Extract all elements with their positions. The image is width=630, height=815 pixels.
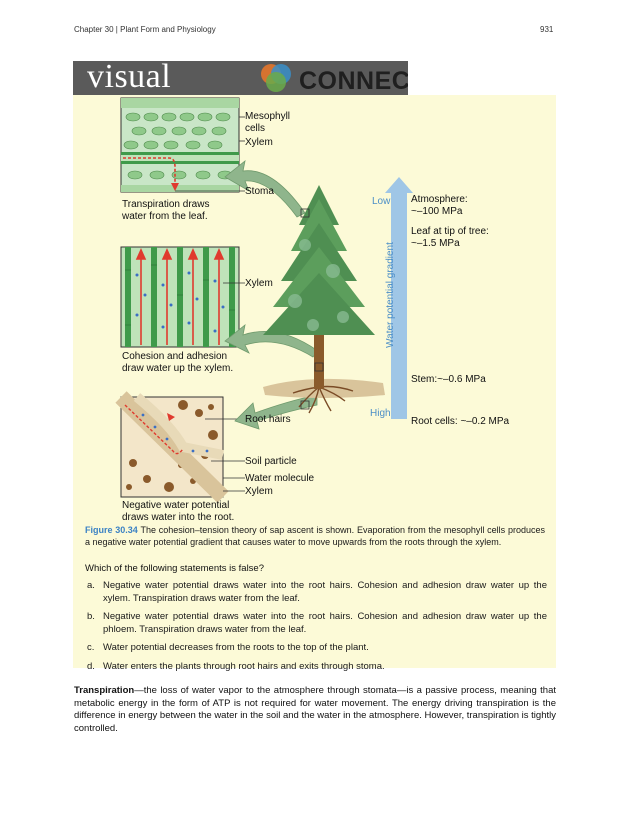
label-high: High [370, 408, 391, 419]
label-leaf-tip-value: ~–1.5 MPa [411, 238, 460, 249]
figure-caption: Figure 30.34 The cohesion–tension theory… [85, 524, 545, 548]
label-water-potential-gradient: Water potential gradient [385, 242, 396, 348]
cohesion-tension-diagram [115, 97, 413, 503]
body-paragraph: Transpiration—the loss of water vapor to… [74, 685, 556, 735]
banner-word-visual: visual [87, 61, 172, 95]
term-transpiration: Transpiration [74, 685, 135, 696]
visual-connection-panel: Mesophyll cells Xylem Stoma Transpiratio… [73, 95, 556, 672]
option-text: Water enters the plants through root hai… [103, 660, 385, 672]
callout-arrows [224, 160, 319, 430]
water-potential-gradient-arrow [385, 177, 413, 419]
option-d: d. Water enters the plants through root … [87, 661, 547, 674]
figure-caption-text: The cohesion–tension theory of sap ascen… [85, 525, 545, 547]
label-low: Low [372, 196, 391, 207]
banner-word-connection: CONNECTION [299, 67, 408, 95]
label-transpiration: Transpiration draws water from the leaf. [122, 199, 210, 222]
option-text: Negative water potential draws water int… [103, 611, 547, 635]
visual-connection-banner: visual CONNECTION [73, 61, 408, 95]
label-atmosphere: Atmosphere: [411, 194, 468, 205]
label-soil-particle: Soil particle [245, 456, 297, 467]
body-paragraph-text: —the loss of water vapor to the atmosphe… [74, 685, 556, 734]
option-b: b. Negative water potential draws water … [87, 611, 547, 636]
option-letter: a. [87, 580, 95, 591]
root-soil-inset [115, 391, 229, 503]
option-letter: c. [87, 642, 95, 653]
option-a: a. Negative water potential draws water … [87, 580, 547, 605]
label-atmosphere-value: ~–100 MPa [411, 206, 463, 217]
answer-options: a. Negative water potential draws water … [87, 580, 547, 679]
label-stem: Stem:~–0.6 MPa [411, 374, 486, 385]
xylem-inset [120, 246, 240, 348]
label-cohesion-adhesion: Cohesion and adhesion draw water up the … [122, 351, 234, 374]
page-number: 931 [540, 25, 554, 34]
label-root-cells: Root cells: ~–0.2 MPa [411, 416, 510, 427]
option-c: c. Water potential decreases from the ro… [87, 642, 547, 655]
running-header-chapter: Chapter 30 | Plant Form and Physiology [74, 25, 216, 34]
question-prompt: Which of the following statements is fal… [85, 563, 265, 574]
label-root-hairs: Root hairs [245, 414, 291, 425]
venn-logo-icon [261, 64, 291, 92]
option-text: Water potential decreases from the roots… [103, 642, 369, 653]
label-negative-water-potential: Negative water potential draws water int… [122, 500, 235, 523]
tree-illustration [263, 185, 385, 414]
label-xylem-mid: Xylem [245, 278, 273, 289]
label-water-molecule: Water molecule [245, 473, 315, 484]
label-stoma: Stoma [245, 186, 274, 197]
label-xylem-bottom: Xylem [245, 486, 273, 497]
label-mesophyll-cells: Mesophyll cells [245, 111, 291, 134]
label-leaf-tip: Leaf at tip of tree: [411, 226, 489, 237]
figure-number: Figure 30.34 [85, 525, 138, 535]
label-xylem-top: Xylem [245, 137, 273, 148]
leaf-cross-section-inset [120, 97, 240, 193]
option-letter: d. [87, 660, 95, 672]
option-letter: b. [87, 611, 95, 622]
option-text: Negative water potential draws water int… [103, 580, 547, 604]
